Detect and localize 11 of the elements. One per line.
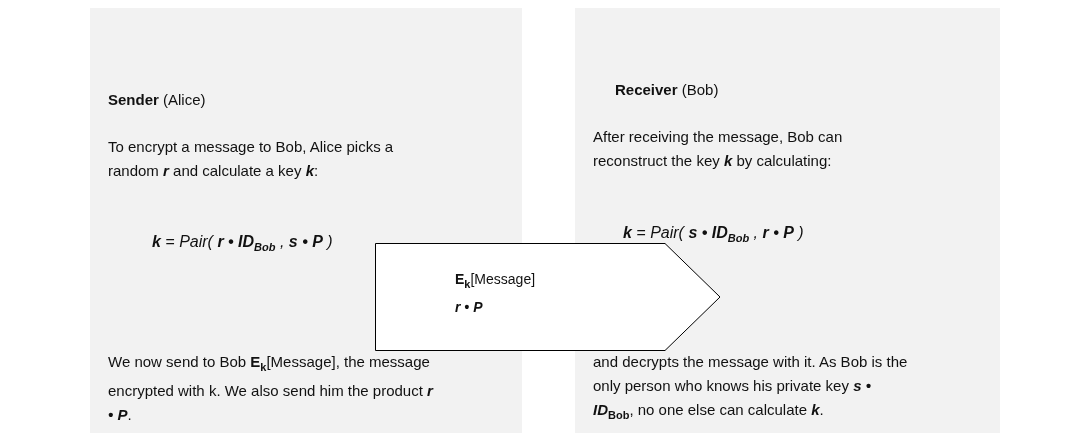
panel-heading: Receiver (Bob) xyxy=(615,80,720,100)
panel-background xyxy=(575,8,1000,433)
panel-heading: Sender (Alice) xyxy=(108,90,207,110)
paragraph-text: To encrypt a message to Bob, Alice picks a random rand calculate a key k: xyxy=(108,137,395,181)
paragraph-text: and decrypts the message with it. As Bob is the only person who knows his private key s • ID$_{Bob}$, no one else can calculate k. xyxy=(593,352,909,423)
paragraph-text: We now send to Bob E$_{k}$[Message], the message encrypted with k. We also send him the product r • P. xyxy=(108,352,435,425)
message-text: r • P xyxy=(455,298,483,317)
formula-text: k = Pair( s • ID$_{Bob}$ , r • P ) xyxy=(623,223,805,247)
message-text: E$_{k}$[Message] xyxy=(455,270,536,292)
formula-text: k = Pair( r • ID$_{Bob}$ , s • P ) xyxy=(152,232,334,256)
paragraph-text: After receiving the message, Bob can reconstruct the key k by calculating: xyxy=(593,127,844,171)
